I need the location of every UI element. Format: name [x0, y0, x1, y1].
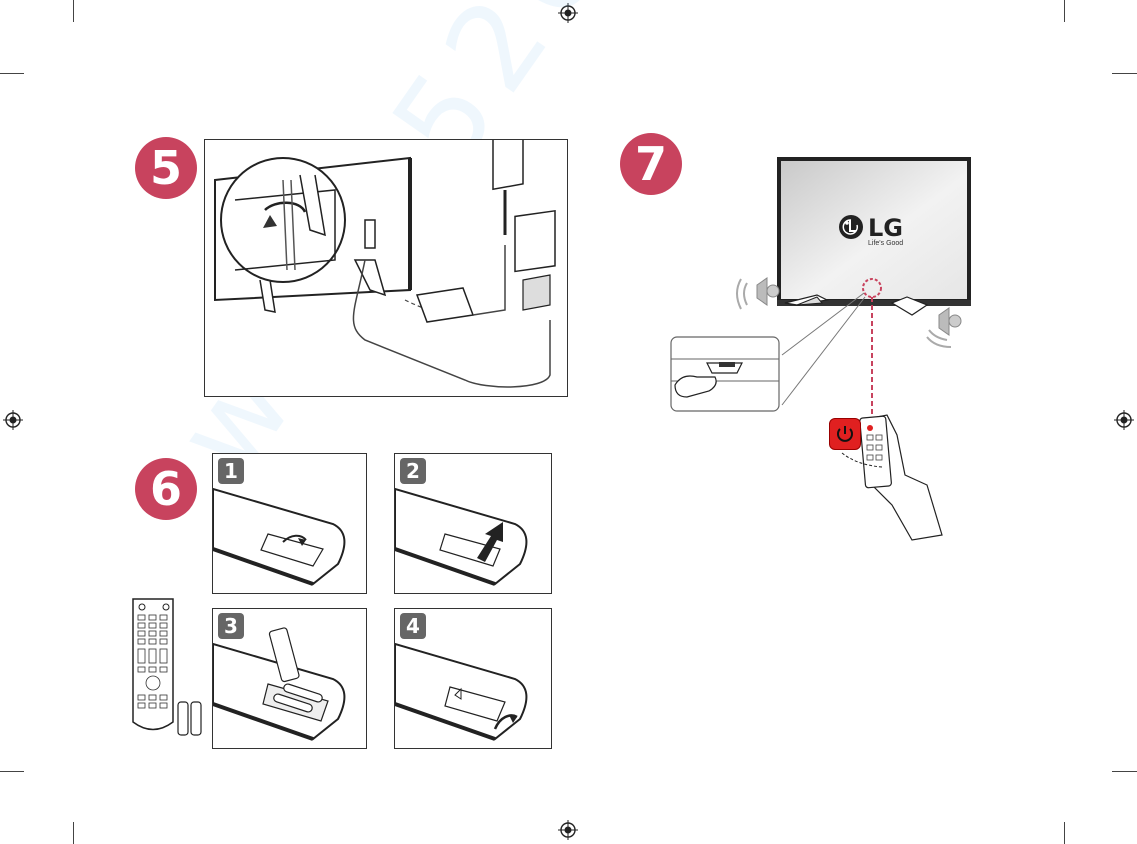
remote-cover-slide-illustration [395, 487, 528, 586]
step-5-panel [204, 139, 568, 397]
substep-4-badge: 4 [400, 613, 426, 639]
registration-mark-icon [558, 3, 578, 23]
step-6-substep-4-panel: 4 [394, 608, 552, 749]
step-6-substep-2-panel: 2 [394, 453, 552, 594]
crop-mark [0, 771, 24, 772]
crop-mark [1112, 73, 1137, 74]
lg-logo-icon [839, 215, 863, 239]
tv-cable-connection-illustration [214, 140, 556, 388]
crop-mark [73, 0, 74, 22]
remote-and-batteries-illustration [132, 598, 202, 736]
remote-back-illustration [213, 487, 346, 586]
lg-brand-text: LG [868, 214, 903, 242]
step-6-badge: 6 [135, 458, 197, 520]
registration-mark-icon [1114, 410, 1134, 430]
lg-tagline: Life's Good [868, 240, 904, 247]
crop-mark [0, 73, 24, 74]
substep-1-badge: 1 [218, 458, 244, 484]
remote-cover-close-illustration [395, 642, 528, 741]
crop-mark [73, 822, 74, 844]
crop-mark [1064, 0, 1065, 22]
tv-power-on-illustration [670, 157, 971, 541]
crop-mark [1112, 771, 1137, 772]
power-button [829, 418, 861, 450]
registration-mark-icon [3, 410, 23, 430]
substep-3-badge: 3 [218, 613, 244, 639]
step-6-substep-1-panel: 1 [212, 453, 367, 594]
step-6-substep-3-panel: 3 [212, 608, 367, 749]
substep-2-badge: 2 [400, 458, 426, 484]
battery-insertion-illustration [213, 627, 346, 741]
step-5-badge: 5 [135, 137, 197, 199]
registration-mark-icon [558, 820, 578, 840]
step-7-badge: 7 [620, 133, 682, 195]
power-icon [837, 426, 853, 442]
crop-mark [1064, 822, 1065, 844]
